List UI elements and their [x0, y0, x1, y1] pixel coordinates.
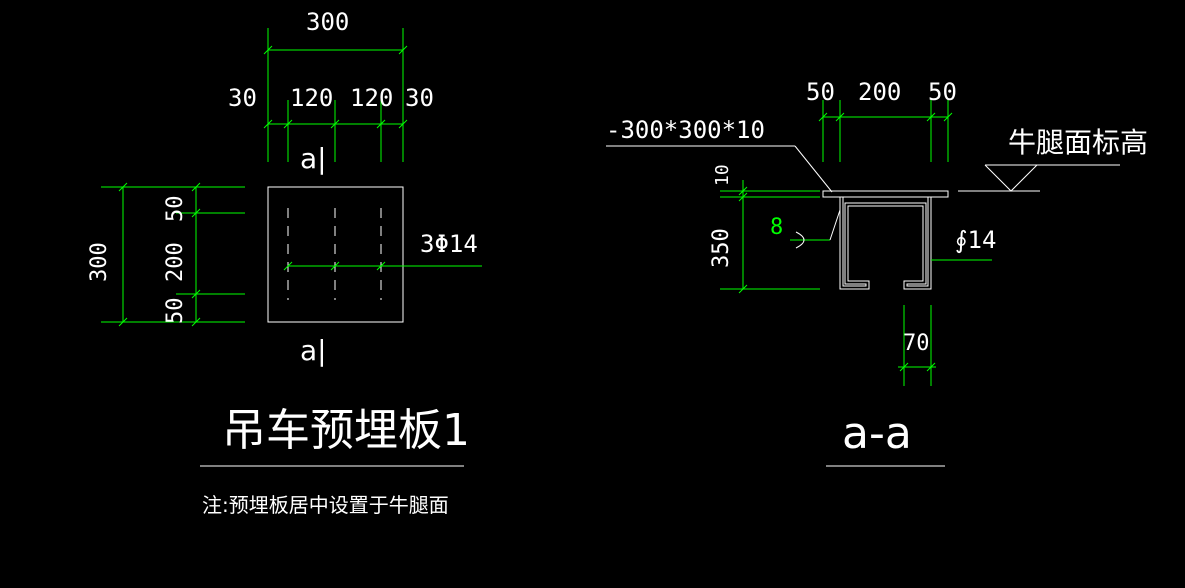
- section-bottom-dimension: [898, 305, 936, 386]
- section-dim-top-3: 50: [928, 78, 957, 106]
- anchor-channel: [839, 197, 932, 290]
- anchor-bars-dashed: [287, 208, 382, 300]
- dim-top-part-2: 120: [290, 84, 333, 112]
- bolt-label: 3Φ14: [420, 230, 478, 258]
- elevation-label: 牛腿面标高: [1008, 126, 1148, 159]
- dim-top-part-3: 120: [350, 84, 393, 112]
- weld-size: 8: [770, 215, 783, 240]
- dim-top-part-1: 30: [228, 84, 257, 112]
- section-dim-depth: 350: [709, 228, 734, 268]
- section-dim-top-1: 50: [806, 78, 835, 106]
- section-mark-top: a|: [300, 142, 327, 175]
- dim-left-total: 300: [87, 242, 112, 282]
- bar-label: ∮14: [955, 226, 996, 254]
- left-plan-view: 300 30 120 120 30 a| 3Φ14: [87, 8, 482, 517]
- weld-symbol: [790, 209, 841, 249]
- section-dim-top-2: 200: [858, 78, 901, 106]
- elevation-symbol: [958, 164, 1120, 192]
- drawing-title-left: 吊车预埋板1: [222, 405, 470, 456]
- section-mark-bottom: a|: [300, 334, 327, 367]
- section-left-dimension-lines: [720, 180, 820, 294]
- left-dimension-lines: [101, 182, 245, 327]
- dim-left-part-2: 200: [163, 242, 188, 282]
- right-section-view: 50 200 50 -300*300*10 牛腿面标高: [606, 78, 1148, 467]
- section-dim-plate-thickness: 10: [712, 164, 733, 186]
- dim-top-part-4: 30: [405, 84, 434, 112]
- section-dim-bottom: 70: [903, 331, 930, 356]
- dim-left-part-1: 50: [163, 196, 188, 223]
- dim-left-part-3: 50: [163, 298, 188, 325]
- dim-top-total: 300: [306, 8, 349, 36]
- embedded-plate-section: [822, 190, 949, 198]
- drawing-title-section: a-a: [842, 408, 912, 459]
- drawing-note: 注:预埋板居中设置于牛腿面: [202, 493, 449, 517]
- plate-outline: [267, 186, 404, 323]
- top-dimension-lines: [263, 28, 408, 162]
- bolt-leader: [283, 261, 482, 271]
- plate-label: -300*300*10: [606, 116, 765, 144]
- section-top-dimension-lines: [818, 100, 953, 162]
